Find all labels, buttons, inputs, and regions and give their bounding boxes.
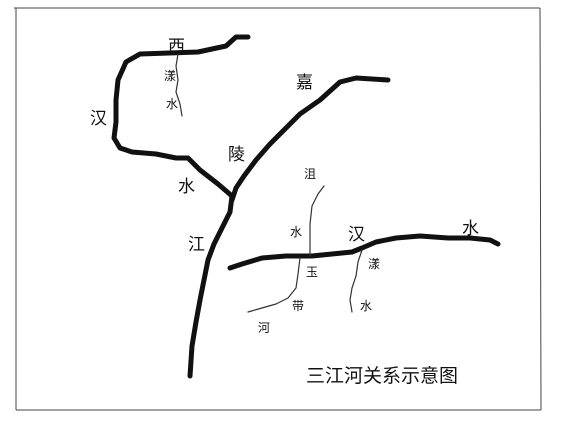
label-shui-ju: 水 bbox=[290, 225, 302, 239]
river-jiang-main bbox=[187, 193, 235, 379]
label-shui-right: 水 bbox=[462, 219, 479, 239]
river-yudai-he bbox=[247, 257, 301, 313]
label-jiang: 江 bbox=[188, 235, 205, 255]
label-jia: 嘉 bbox=[296, 73, 313, 93]
label-yang-right: 漾 bbox=[368, 256, 380, 271]
label-ling: 陵 bbox=[228, 145, 245, 165]
label-dai: 带 bbox=[292, 299, 304, 313]
diagram-title: 三江河关系示意图 bbox=[306, 365, 458, 387]
label-shui-yang-right: 水 bbox=[360, 299, 372, 313]
river-han-shui-east bbox=[227, 233, 501, 271]
river-ju-shui bbox=[309, 185, 325, 257]
label-he: 河 bbox=[258, 321, 270, 335]
label-yu: 玉 bbox=[306, 265, 318, 279]
label-han-left: 汉 bbox=[90, 109, 107, 129]
label-xi: 西 bbox=[168, 37, 185, 57]
label-yang-small: 漾 bbox=[164, 68, 176, 83]
river-yang-shui-upper bbox=[175, 53, 183, 117]
label-han-right: 汉 bbox=[348, 225, 365, 245]
label-shui-left: 水 bbox=[178, 177, 195, 197]
river-xi-han-shui bbox=[111, 34, 251, 199]
label-ju: 沮 bbox=[304, 167, 316, 181]
frame-right bbox=[539, 7, 542, 411]
river-jialing bbox=[229, 75, 391, 203]
river-yang-shui-right bbox=[349, 249, 363, 313]
label-shui-small-top: 水 bbox=[166, 97, 178, 111]
